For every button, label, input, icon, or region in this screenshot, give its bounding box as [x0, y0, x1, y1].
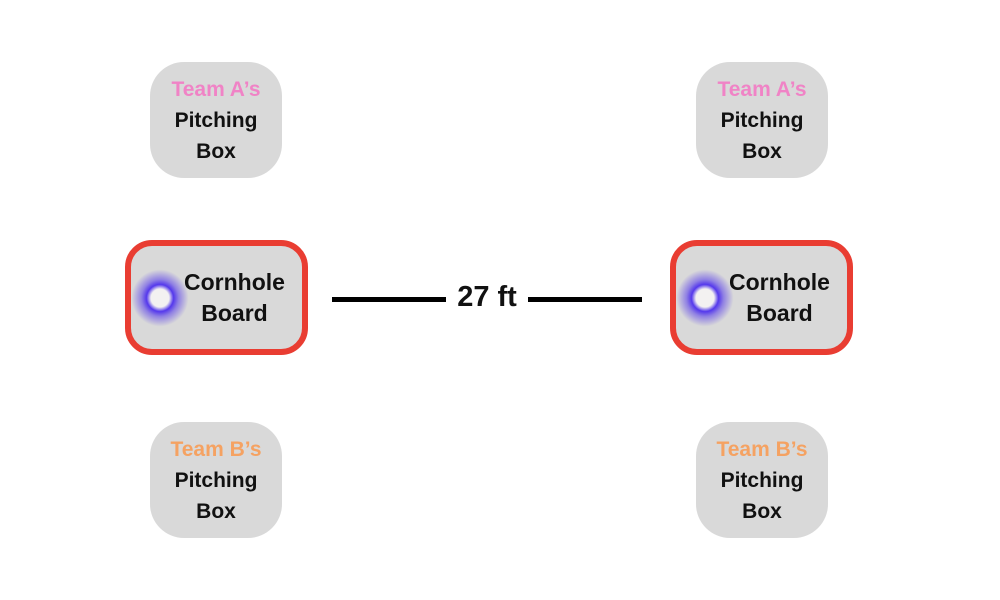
cornhole-board-left: Cornhole Board [125, 240, 308, 355]
pitching-label: Pitching [174, 468, 258, 492]
cornhole-hole-icon [675, 267, 735, 328]
cornhole-label-line2: Board [746, 299, 813, 326]
box-label: Box [742, 499, 782, 523]
team-b-label: Team B’s [716, 437, 808, 461]
team-a-label: Team A’s [717, 77, 807, 101]
cornhole-label-line1: Cornhole [184, 268, 285, 295]
distance-line-left [332, 296, 447, 302]
box-label: Box [196, 499, 236, 523]
team-a-label: Team A’s [171, 77, 261, 101]
pitching-label: Pitching [720, 108, 804, 132]
team-b-pitching-box-right: Team B’s Pitching Box [696, 422, 828, 538]
cornhole-label-line1: Cornhole [729, 268, 830, 295]
cornhole-board-right: Cornhole Board [670, 240, 853, 355]
cornhole-board-label: Cornhole Board [131, 267, 302, 329]
cornhole-board-label: Cornhole Board [676, 267, 847, 329]
distance-label: 27 ft [457, 281, 517, 313]
box-label: Box [196, 139, 236, 163]
team-a-pitching-box-left: Team A’s Pitching Box [150, 62, 282, 178]
pitching-label: Pitching [174, 108, 258, 132]
distance-line-right [527, 296, 643, 302]
distance-indicator: 27 ft [332, 279, 643, 319]
box-label: Box [742, 139, 782, 163]
cornhole-label-line2: Board [201, 299, 268, 326]
pitching-label: Pitching [720, 468, 804, 492]
team-a-pitching-box-right: Team A’s Pitching Box [696, 62, 828, 178]
cornhole-hole-icon [130, 267, 190, 328]
team-b-label: Team B’s [170, 437, 262, 461]
team-b-pitching-box-left: Team B’s Pitching Box [150, 422, 282, 538]
